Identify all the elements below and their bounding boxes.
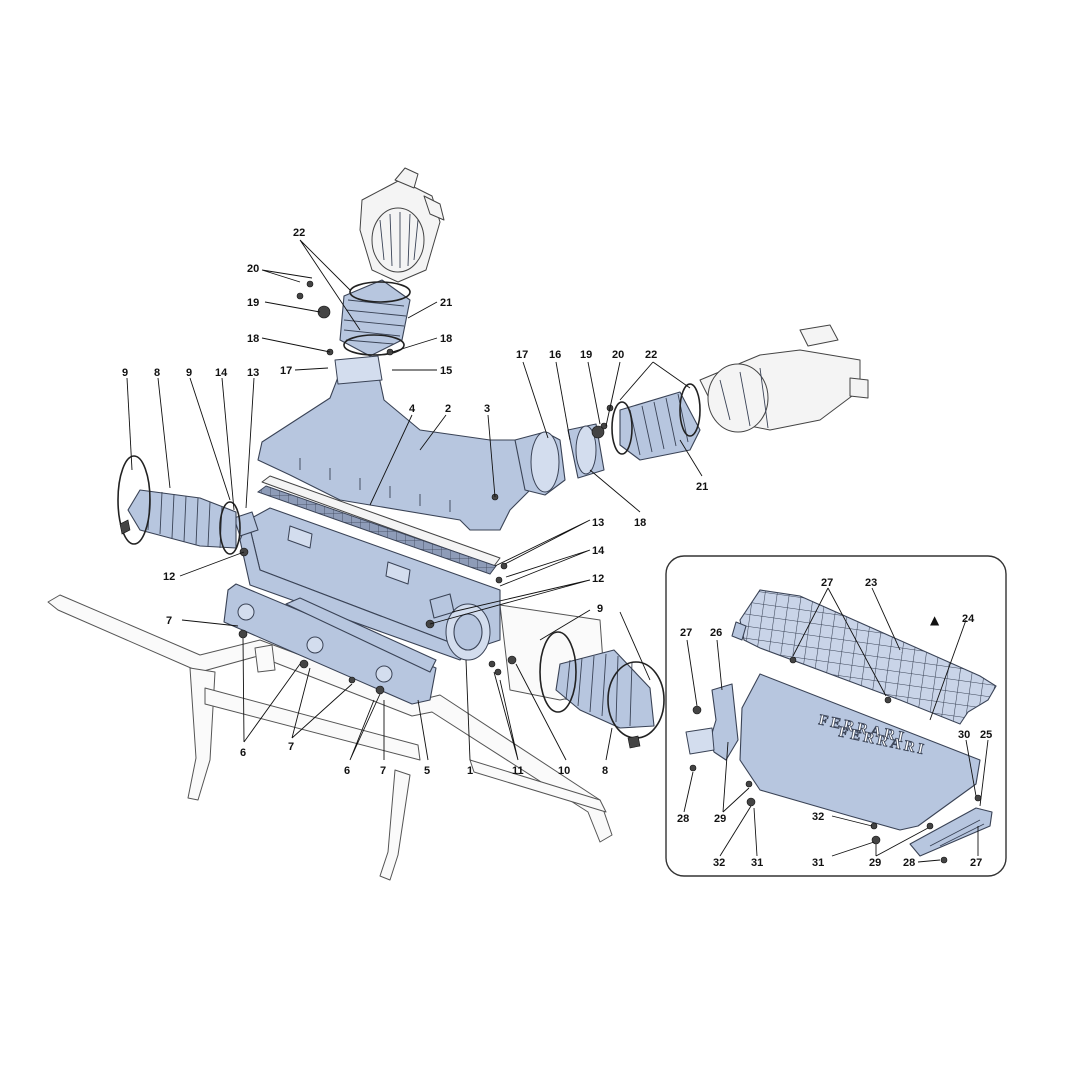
callout-28b: 28 xyxy=(903,857,915,869)
inset-panel: FERRARI FERRARI xyxy=(665,555,1007,877)
callout-16: 16 xyxy=(549,349,561,361)
leader-lines xyxy=(126,239,703,761)
callout-12a: 12 xyxy=(163,571,175,583)
callout-20b: 20 xyxy=(612,349,624,361)
callout-15: 15 xyxy=(440,365,452,377)
undertray-panel xyxy=(739,673,981,831)
callout-18a: 18 xyxy=(247,333,259,345)
callout-6a: 6 xyxy=(240,747,246,759)
callout-4: 4 xyxy=(409,403,416,415)
callout-3: 3 xyxy=(484,403,490,415)
callout-14b: 14 xyxy=(592,545,605,557)
callout-23: 23 xyxy=(865,577,877,589)
callout-21b: 21 xyxy=(696,481,708,493)
callout-13a: 13 xyxy=(247,367,259,379)
callout-27c: 27 xyxy=(970,857,982,869)
upper-bellows-hose xyxy=(339,279,411,357)
left-bellows-hose xyxy=(117,455,241,555)
callout-7b: 7 xyxy=(288,741,294,753)
callout-2: 2 xyxy=(445,403,451,415)
callout-17a: 17 xyxy=(280,365,292,377)
callout-7c: 7 xyxy=(380,765,386,777)
callout-28a: 28 xyxy=(677,813,689,825)
callout-9c: 9 xyxy=(597,603,603,615)
callout-18c: 18 xyxy=(634,517,646,529)
callout-14a: 14 xyxy=(215,367,228,379)
callout-26: 26 xyxy=(710,627,722,639)
callout-8a: 8 xyxy=(154,367,160,379)
callout-25: 25 xyxy=(980,729,992,741)
callout-18b: 18 xyxy=(440,333,452,345)
callout-31a: 31 xyxy=(751,857,763,869)
callout-22b: 22 xyxy=(645,349,657,361)
callout-31b: 31 xyxy=(812,857,824,869)
callout-29b: 29 xyxy=(869,857,881,869)
airbox xyxy=(233,507,501,661)
callouts-main: 9 8 9 14 13 4 2 3 22 20 19 21 18 18 17 1… xyxy=(122,227,708,777)
right-intake-hose xyxy=(567,383,701,479)
lower-cover xyxy=(223,583,437,705)
callout-6b: 6 xyxy=(344,765,350,777)
callout-8b: 8 xyxy=(602,765,608,777)
callout-30: 30 xyxy=(958,729,970,741)
callout-10: 10 xyxy=(558,765,570,777)
callout-20a: 20 xyxy=(247,263,259,275)
callout-7a: 7 xyxy=(166,615,172,627)
callout-21a: 21 xyxy=(440,297,452,309)
callout-11: 11 xyxy=(512,765,524,777)
callout-5: 5 xyxy=(424,765,430,777)
callout-12b: 12 xyxy=(592,573,604,585)
callout-27a: 27 xyxy=(680,627,692,639)
right-bellows-hose xyxy=(539,631,665,749)
right-throttle-body xyxy=(699,324,869,433)
main-intake-duct xyxy=(257,355,566,531)
callout-24: 24 xyxy=(962,613,975,625)
callout-27b: 27 xyxy=(821,577,833,589)
callout-22a: 22 xyxy=(293,227,305,239)
inset-note-symbol: ▲ xyxy=(930,613,940,627)
callout-13b: 13 xyxy=(592,517,604,529)
upper-throttle-body xyxy=(359,167,445,283)
callout-19a: 19 xyxy=(247,297,259,309)
callout-32a: 32 xyxy=(812,811,824,823)
callout-9a: 9 xyxy=(122,367,128,379)
callout-9b: 9 xyxy=(186,367,192,379)
callout-1: 1 xyxy=(467,765,473,777)
grille-panel xyxy=(739,589,997,725)
callout-29a: 29 xyxy=(714,813,726,825)
air-filter-element xyxy=(256,475,501,575)
callout-19b: 19 xyxy=(580,349,592,361)
callout-17b: 17 xyxy=(516,349,528,361)
callout-32b: 32 xyxy=(713,857,725,869)
